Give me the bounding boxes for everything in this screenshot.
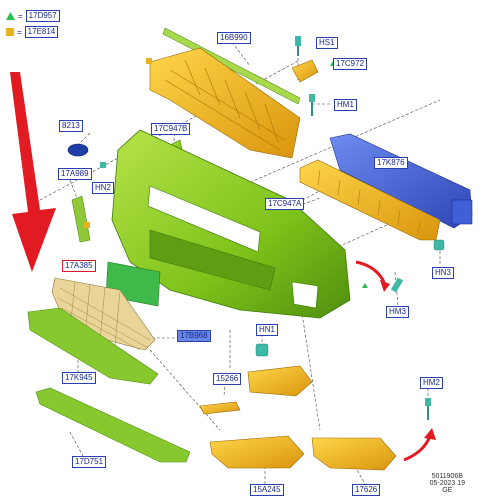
legend-row-triangle: = 17D957: [6, 10, 60, 22]
bracket-17a989: [71, 195, 91, 243]
red-curved-arrow-icon: [355, 260, 386, 283]
marker-square-icon: [84, 222, 90, 228]
label-hs1: HS1: [316, 37, 338, 49]
nut-hn3: [433, 239, 445, 251]
legend-row-square: = 17E814: [6, 26, 59, 38]
legend-equals: =: [17, 27, 22, 37]
label-16b990: 16B990: [217, 32, 251, 44]
triangle-icon: [6, 12, 15, 20]
label-17c972: 17C972: [333, 58, 368, 70]
footer-date: 05-2023 19: [429, 480, 465, 487]
red-curved-arrow-icon: [403, 435, 432, 462]
upper-strip-part: [162, 27, 301, 105]
label-17d751: 17D751: [72, 456, 107, 468]
fastener-hm3: [390, 277, 404, 293]
clip-hn1: [255, 343, 269, 357]
label-hm2: HM2: [420, 377, 443, 389]
label-8213: 8213: [59, 120, 83, 132]
label-hm1: HM1: [334, 99, 357, 111]
fastener-hm2: [425, 398, 431, 420]
bumper-lower-opening: [149, 229, 276, 291]
marker-square-icon: [146, 58, 152, 64]
marker-triangle-icon: [362, 283, 368, 288]
label-17c947a: 17C947A: [265, 198, 305, 210]
absorber-ribs: [317, 169, 421, 236]
label-15a245: 15A245: [250, 484, 284, 496]
label-17a385: 17A385: [62, 260, 96, 272]
lower-trim-17626: [311, 437, 397, 471]
label-15266: 15266: [213, 373, 242, 385]
label-hn1: HN1: [256, 324, 279, 336]
bumper-upper-opening: [147, 185, 261, 253]
side-clip-part: [291, 59, 319, 83]
bumper-fog-pocket: [291, 281, 319, 309]
label-hn2: HN2: [92, 182, 115, 194]
label-17626: 17626: [352, 484, 381, 496]
lower-grille-part: [27, 307, 159, 385]
beam-end-bracket: [451, 199, 473, 225]
legend-equals: =: [18, 11, 23, 21]
upper-bracket-part: [149, 47, 301, 159]
footer-region: GE: [442, 487, 453, 494]
footer-code: 5011906B: [431, 473, 463, 480]
square-icon: [6, 28, 14, 36]
emblem-part: [67, 143, 89, 157]
clip-hn2: [100, 162, 106, 168]
fastener-hs1: [295, 36, 301, 56]
label-17k945: 17K945: [62, 372, 96, 384]
legend-code: 17E814: [24, 26, 59, 38]
fog-bezel-part: [247, 365, 313, 397]
label-17k876: 17K876: [374, 157, 408, 169]
fog-bezel-trim: [199, 401, 241, 415]
footer-block: 5011906B 05-2023 19 GE: [430, 473, 465, 494]
label-17b968: 17B968: [177, 330, 211, 342]
label-hm3: HM3: [386, 306, 409, 318]
lower-trim-15a245: [209, 435, 305, 469]
red-arrowhead-icon: [424, 428, 436, 440]
red-arrowhead-icon: [380, 280, 390, 292]
fastener-hm1: [309, 94, 315, 116]
upper-bracket-ribs: [164, 59, 286, 151]
label-hn3: HN3: [432, 267, 455, 279]
big-red-arrow-icon: [10, 72, 56, 272]
legend-code: 17D957: [25, 10, 60, 22]
lower-lip-part: [35, 387, 191, 463]
label-17a989: 17A989: [58, 168, 92, 180]
label-17c947b: 17C947B: [151, 123, 191, 135]
